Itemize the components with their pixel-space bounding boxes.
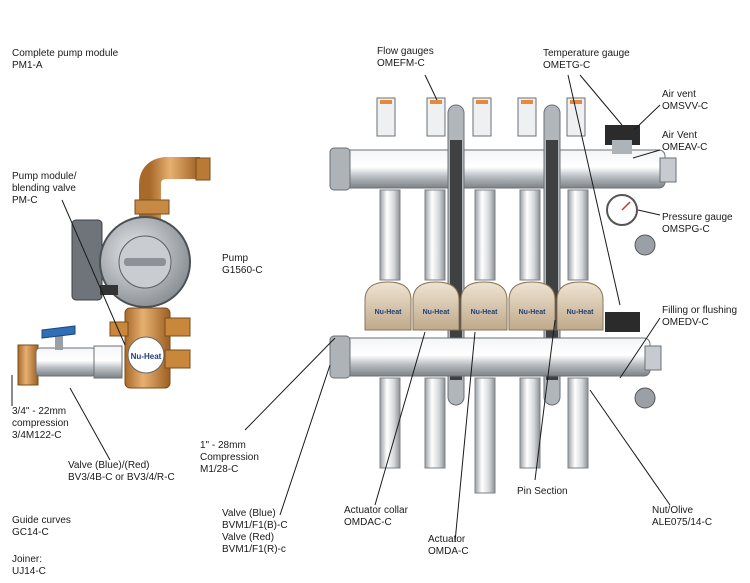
actuator-brand-4: Nu-Heat: [519, 309, 547, 316]
manifold-illustration: Nu-Heat Nu-Heat Nu-Heat Nu-Heat Nu-Heat: [329, 97, 677, 494]
leader-lines: [11, 74, 671, 543]
label-valve-blue-red: Valve (Blue)/(Red)BV3/4B-C or BV3/4/R-C: [68, 460, 175, 483]
actuator-brand-5: Nu-Heat: [567, 309, 595, 316]
label-joiner: Joiner:UJ14-C: [12, 554, 46, 577]
actuator-brand-2: Nu-Heat: [423, 309, 451, 316]
label-pin-section: Pin Section: [517, 486, 568, 497]
actuator-brand-1: Nu-Heat: [375, 309, 403, 316]
pump-badge-text: Nu-Heat: [131, 352, 162, 361]
actuator-brand-3: Nu-Heat: [471, 309, 499, 316]
pump-module-illustration: Nu-Heat: [17, 157, 211, 389]
